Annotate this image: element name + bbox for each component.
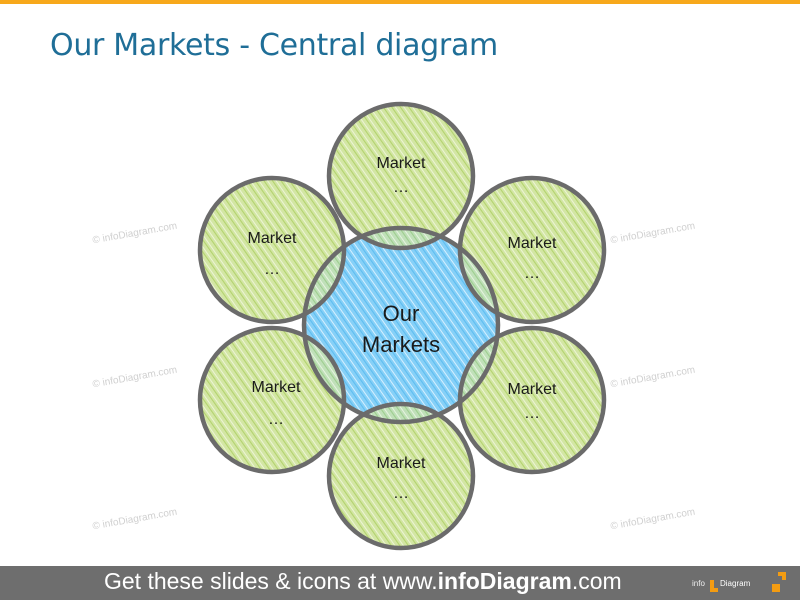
footer-brand: infoDiagram (437, 568, 572, 594)
logo-word: Diagram (720, 579, 751, 588)
center-label-line2: Markets (362, 332, 440, 357)
market-fills (200, 104, 604, 548)
footer-suffix: .com (571, 568, 622, 594)
market-label-bottom: Market (377, 455, 426, 472)
infodiagram-logo: info Diagram (692, 570, 794, 596)
market-ellipsis-lower-left: … (268, 411, 284, 428)
market-label-upper-right: Market (508, 235, 557, 252)
logo-mark-icon (710, 572, 786, 592)
footer-link[interactable]: Get these slides & icons at www.infoDiag… (104, 568, 622, 595)
center-label-line1: Our (383, 301, 420, 326)
market-ellipsis-bottom: … (393, 485, 409, 502)
top-accent-bar (0, 0, 800, 4)
footer-prefix: Get these slides & icons at www. (104, 568, 438, 594)
market-ellipsis-lower-right: … (524, 405, 540, 422)
market-label-lower-right: Market (508, 381, 557, 398)
footer-bar: Get these slides & icons at www.infoDiag… (0, 566, 800, 600)
market-ellipsis-upper-left: … (264, 261, 280, 278)
circle-outlines (197, 101, 607, 551)
logo-mini-text: info (692, 579, 705, 588)
market-label-lower-left: Market (252, 379, 301, 396)
market-ellipsis-top: … (393, 179, 409, 196)
market-ellipsis-upper-right: … (524, 265, 540, 282)
market-label-upper-left: Market (248, 230, 297, 247)
center-circle-fill (304, 228, 498, 422)
market-label-top: Market (377, 155, 426, 172)
page-title: Our Markets - Central diagram (50, 28, 498, 63)
